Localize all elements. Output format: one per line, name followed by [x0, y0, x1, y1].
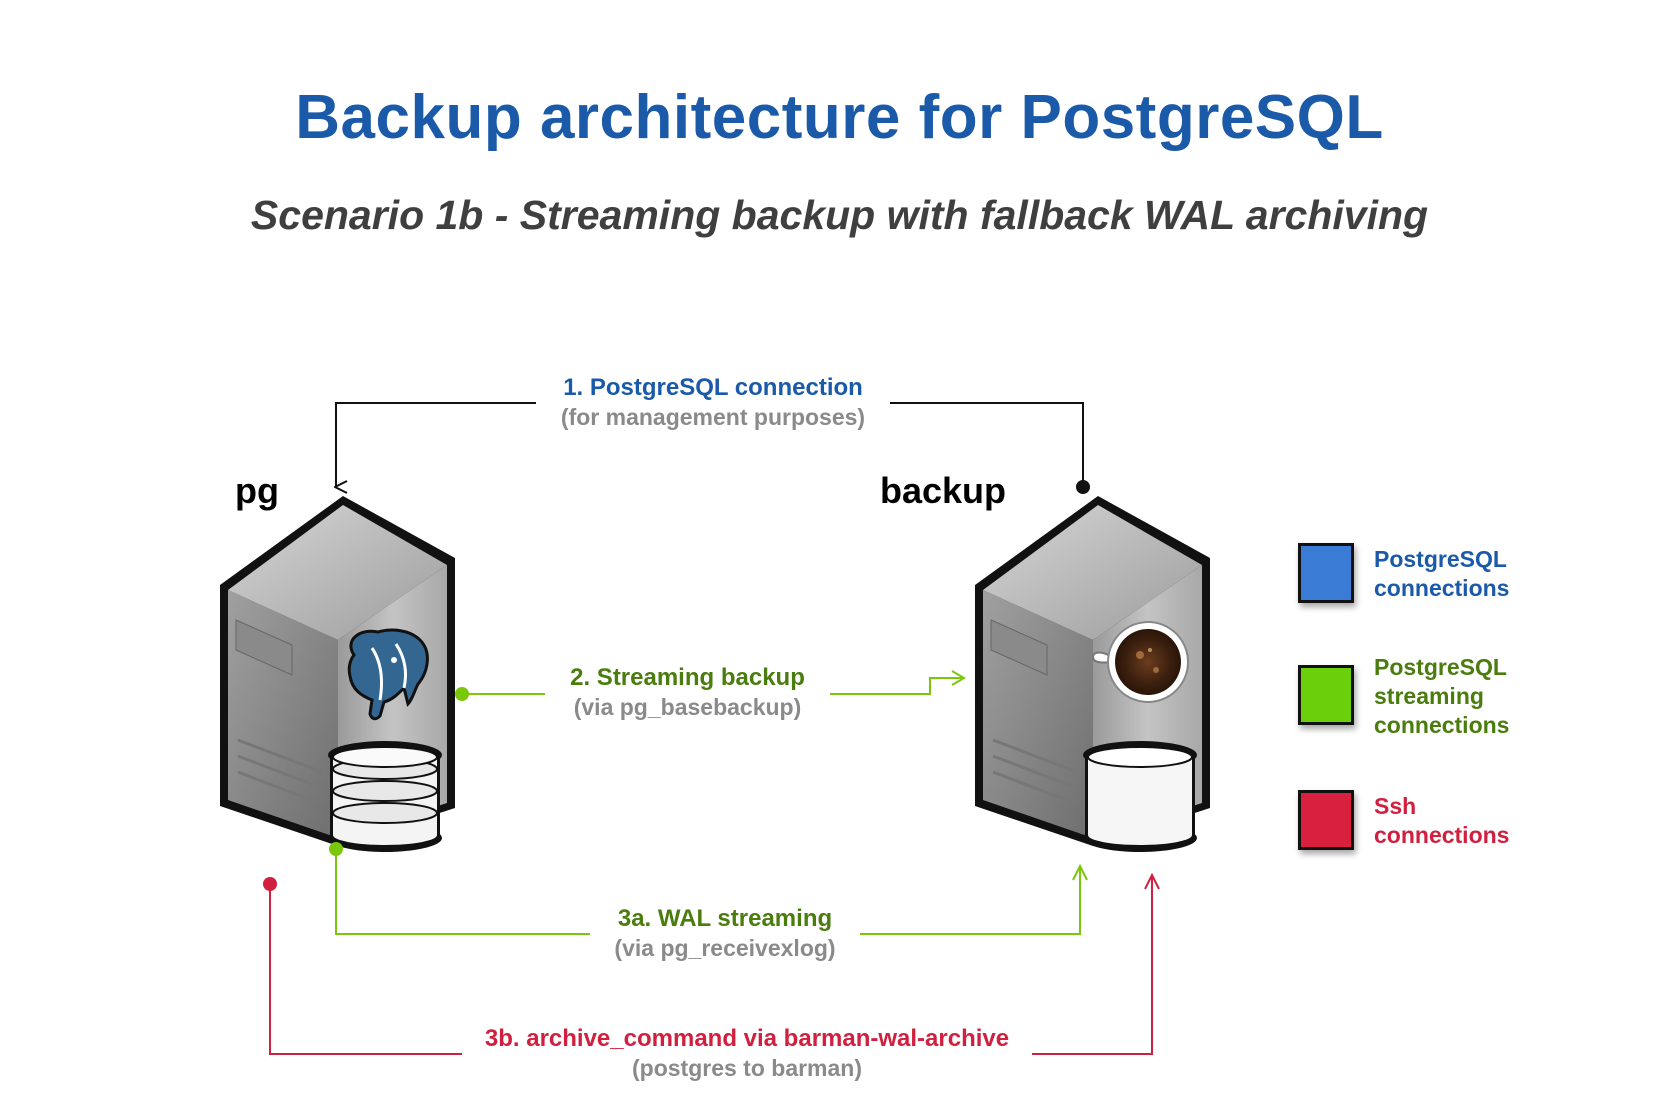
wal-streaming-label: 3a. WAL streaming (via pg_receivexlog): [590, 904, 860, 963]
wal-streaming-subtitle: (via pg_receivexlog): [614, 935, 836, 961]
pg-database-icon: [328, 741, 442, 852]
backup-database-icon: [1083, 741, 1197, 852]
mgmt-connection-subtitle: (for management purposes): [560, 404, 866, 430]
wal-streaming-title: 3a. WAL streaming: [617, 905, 833, 932]
pg-server-label: pg: [235, 470, 279, 511]
coffee-cup-icon: [1092, 621, 1189, 703]
legend-label-streaming: PostgreSQL streaming connections: [1374, 654, 1510, 738]
legend-label-postgresql: PostgreSQL connections: [1374, 546, 1510, 601]
streaming-backup-title: 2. Streaming backup: [570, 664, 805, 691]
streaming-backup-label: 2. Streaming backup (via pg_basebackup): [545, 663, 830, 722]
streaming-backup-subtitle: (via pg_basebackup): [573, 694, 802, 720]
backup-server-label: backup: [880, 470, 1007, 511]
diagram-title: Backup architecture for PostgreSQL: [295, 83, 1384, 152]
legend-swatch-green: [1298, 665, 1354, 725]
archive-command-subtitle: (postgres to barman): [631, 1055, 863, 1081]
archive-command-label: 3b. archive_command via barman-wal-archi…: [462, 1024, 1032, 1083]
diagram-subtitle: Scenario 1b - Streaming backup with fall…: [250, 192, 1429, 238]
mgmt-connection-title: 1. PostgreSQL connection: [563, 374, 863, 401]
elephant-icon: [347, 628, 429, 721]
legend-swatch-blue: [1298, 543, 1354, 603]
mgmt-connection-label: 1. PostgreSQL connection (for management…: [536, 373, 890, 432]
archive-command-title: 3b. archive_command via barman-wal-archi…: [484, 1025, 1010, 1052]
pg-server: [220, 496, 455, 852]
backup-server: [975, 496, 1210, 852]
legend-label-ssh: Ssh connections: [1374, 793, 1510, 848]
legend-swatch-red: [1298, 790, 1354, 850]
